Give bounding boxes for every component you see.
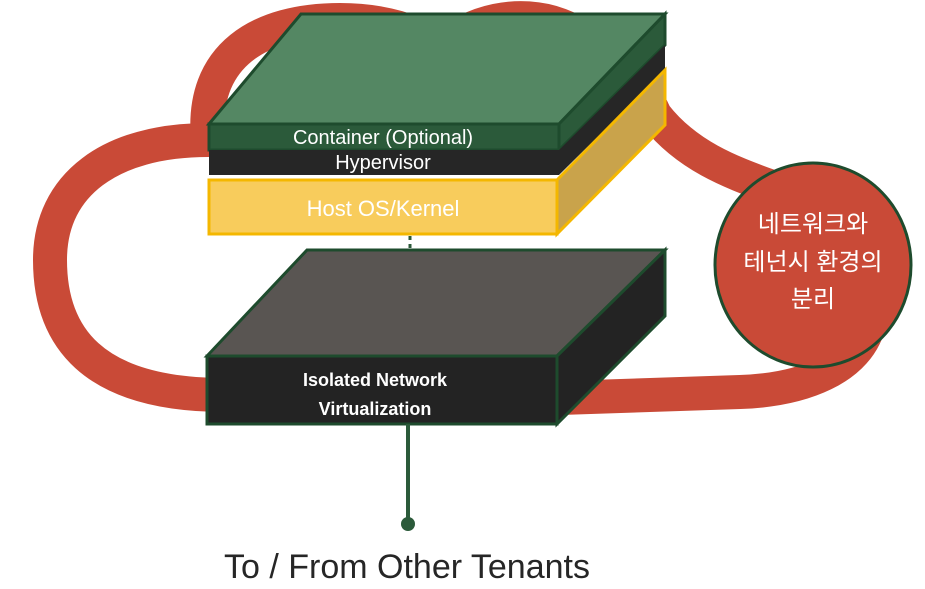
container-label: Container (Optional): [293, 127, 473, 149]
hypervisor-front-face: [209, 150, 559, 175]
tenants-label: To / From Other Tenants: [224, 548, 590, 586]
host-label: Host OS/Kernel: [307, 196, 460, 221]
network-label-line2: Virtualization: [319, 399, 432, 419]
hypervisor-label: Hypervisor: [335, 152, 431, 174]
callout-text-line1: 네트워크와: [758, 211, 868, 238]
host-front-face: [207, 178, 559, 236]
connector-dot-lower: [401, 517, 415, 531]
network-front-face: [205, 354, 559, 426]
callout-bubble: [713, 161, 913, 369]
network-label-line1: Isolated Network: [303, 370, 448, 390]
callout-text-line2: 테넌시 환경의: [743, 249, 882, 276]
callout-text-line3: 분리: [791, 286, 835, 313]
hypervisor-side-face: [559, 45, 665, 175]
